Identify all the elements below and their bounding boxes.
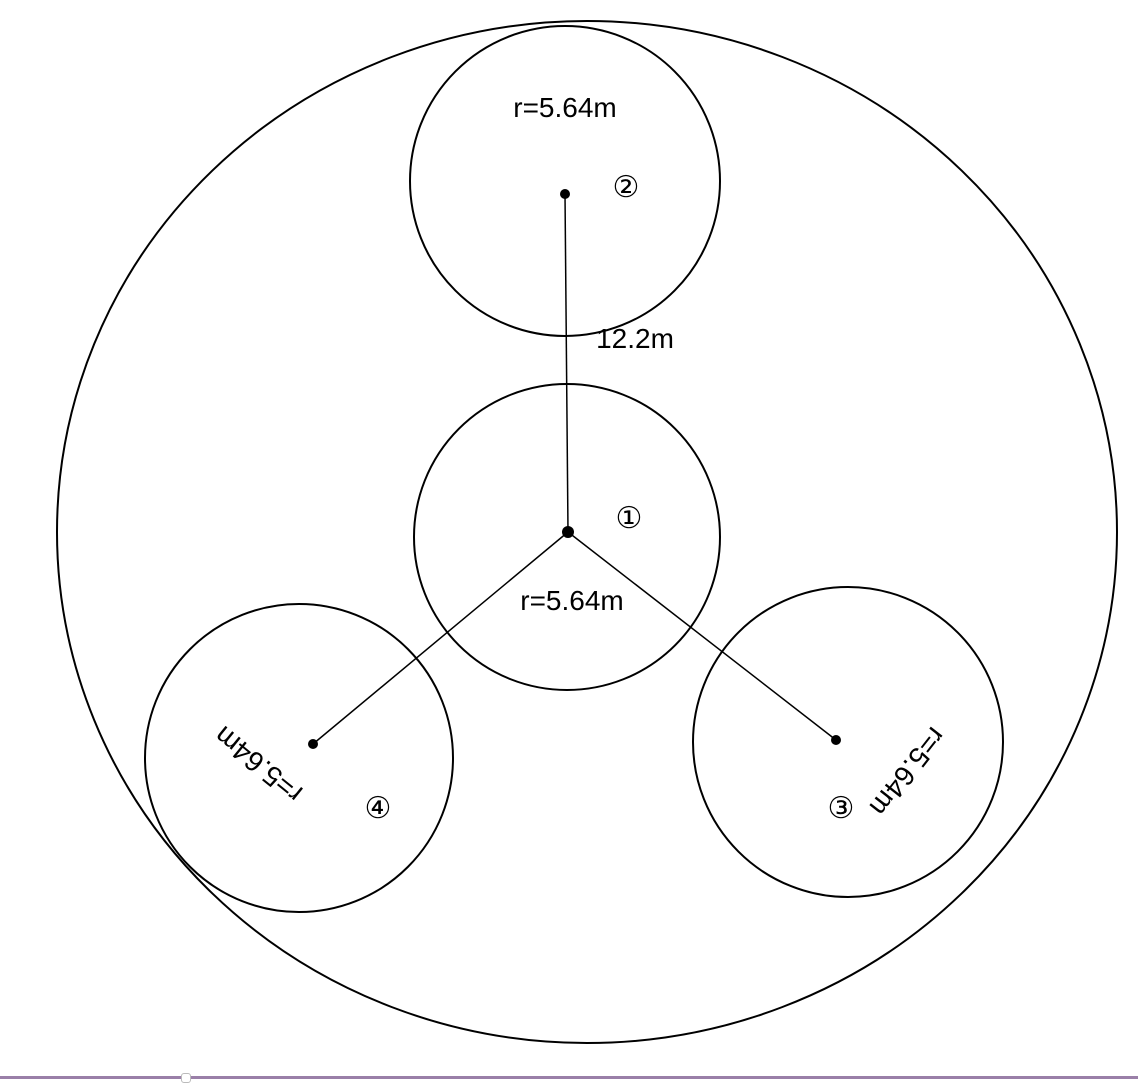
center-dot-1 — [562, 526, 574, 538]
radius-label-3: r=5.64m — [864, 721, 952, 822]
radius-label-4: r=5.64m — [208, 720, 308, 809]
line-1-to-2 — [564, 193, 569, 533]
line-1-to-4 — [312, 531, 569, 745]
center-dot-2 — [560, 189, 570, 199]
center-dot-3 — [831, 735, 841, 745]
marker-1: ① — [616, 502, 643, 535]
bottom-divider — [0, 1076, 1138, 1079]
radius-label-2: r=5.64m — [513, 92, 617, 123]
marker-2: ② — [613, 171, 640, 204]
radius-label-1: r=5.64m — [520, 585, 624, 616]
circle-4 — [144, 603, 454, 913]
center-dot-4 — [308, 739, 318, 749]
outer-circle — [56, 20, 1118, 1044]
marker-4: ④ — [365, 792, 392, 825]
distance-label: 12.2m — [596, 323, 674, 354]
divider-handle[interactable] — [181, 1073, 191, 1083]
circle-2 — [409, 25, 721, 337]
marker-3: ③ — [828, 792, 855, 825]
line-1-to-3 — [567, 531, 837, 741]
circle-3 — [692, 586, 1004, 898]
